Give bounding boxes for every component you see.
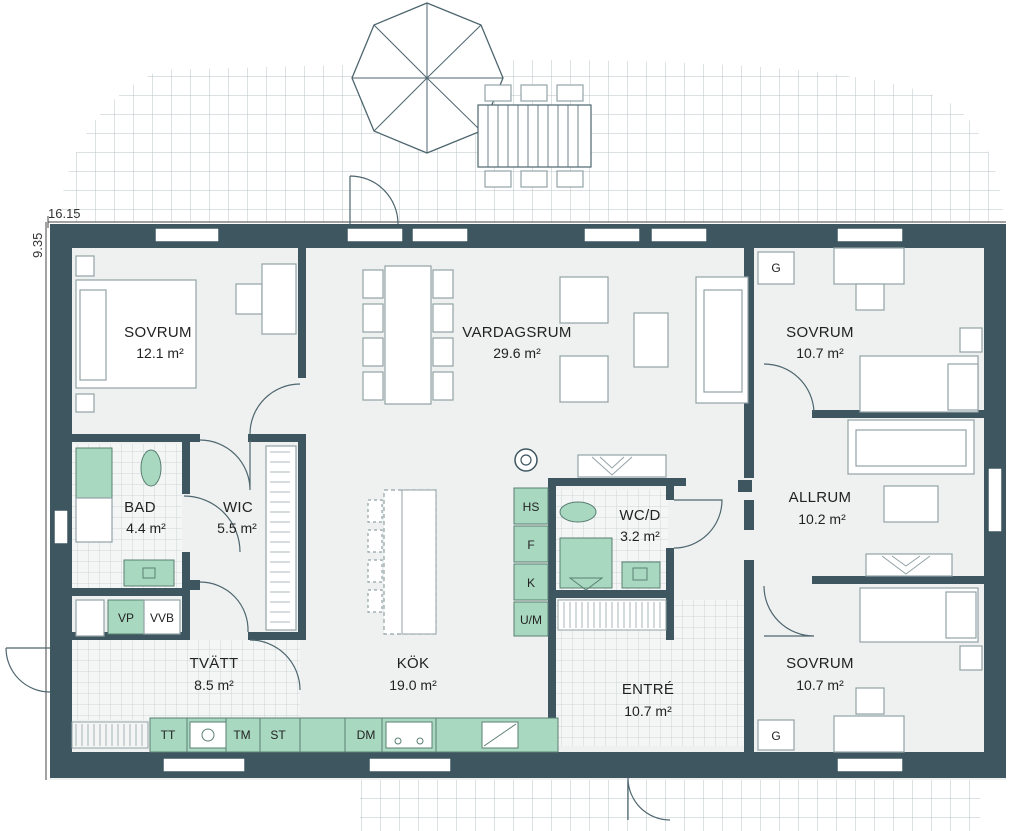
room-area-wcd: 3.2 m² — [620, 528, 660, 544]
room-area-tvatt: 8.5 m² — [194, 677, 234, 693]
fireplace-icon — [514, 448, 538, 472]
kitchen-island — [367, 489, 437, 635]
terrace-south — [360, 776, 980, 831]
room-name-wcd: WC/D — [619, 507, 660, 524]
room-name-entre: ENTRÉ — [622, 681, 674, 698]
cabinet-um: U/M — [520, 613, 542, 627]
dm-label: DM — [357, 728, 376, 742]
room-area-kok: 19.0 m² — [389, 677, 437, 693]
g-marker-ne: G — [771, 261, 780, 275]
wcd-fixtures — [559, 454, 667, 591]
room-name-tvatt: TVÄTT — [190, 655, 239, 672]
entre-bench — [557, 599, 667, 631]
room-area-allrum: 10.2 m² — [798, 511, 846, 527]
allrum-furniture — [847, 419, 975, 577]
cabinet-hs: HS — [523, 500, 540, 514]
tm-label: TM — [233, 728, 250, 742]
room-area-bad: 4.4 m² — [126, 520, 166, 536]
width-dimension: 16.15 — [48, 206, 81, 221]
windows — [53, 227, 1003, 773]
vvb-cabinet — [143, 599, 181, 635]
room-area-sovrum-se: 10.7 m² — [796, 677, 844, 693]
kitchen-counter: TT TM ST DM — [149, 717, 559, 753]
room-area-entre: 10.7 m² — [624, 703, 672, 719]
room-name-vardagsrum: VARDAGSRUM — [462, 324, 571, 341]
room-name-allrum: ALLRUM — [789, 489, 852, 506]
overall-dimensions: 16.15 9.35 — [30, 206, 1006, 780]
laundry-bench — [71, 721, 149, 749]
room-name-sovrum-nw: SOVRUM — [124, 324, 192, 341]
vp-label: VP — [118, 611, 134, 625]
doors — [5, 175, 815, 821]
cabinet-k: K — [527, 576, 535, 590]
bad-fixtures — [75, 447, 175, 587]
hall-cabinets: HS F K U/M — [513, 487, 549, 637]
st-label: ST — [270, 728, 286, 742]
room-area-sovrum-nw: 12.1 m² — [136, 345, 184, 361]
utility-cabinets: VP VVB — [107, 599, 181, 635]
room-area-vardagsrum: 29.6 m² — [493, 345, 541, 361]
sovrum-ne-furniture — [757, 247, 983, 413]
sovrum-se-furniture — [757, 587, 983, 753]
room-name-sovrum-se: SOVRUM — [786, 655, 854, 672]
room-area-sovrum-ne: 10.7 m² — [796, 345, 844, 361]
depth-dimension: 9.35 — [30, 233, 45, 258]
room-name-sovrum-ne: SOVRUM — [786, 324, 854, 341]
room-name-kok: KÖK — [397, 654, 430, 672]
cabinet-f: F — [527, 538, 534, 552]
room-labels: SOVRUM 12.1 m² VARDAGSRUM 29.6 m² SOVRUM… — [124, 324, 854, 719]
wic-shelving — [75, 445, 297, 637]
g-marker-se: G — [771, 729, 780, 743]
sovrum-nw-furniture — [75, 255, 297, 413]
room-area-wic: 5.5 m² — [217, 520, 257, 536]
room-name-bad: BAD — [124, 499, 156, 516]
tt-label: TT — [161, 728, 176, 742]
outdoor-table — [477, 84, 592, 188]
vardagsrum-furniture — [362, 265, 749, 405]
parasol-icon — [351, 2, 504, 154]
vvb-label: VVB — [150, 611, 174, 625]
room-name-wic: WIC — [223, 499, 253, 516]
